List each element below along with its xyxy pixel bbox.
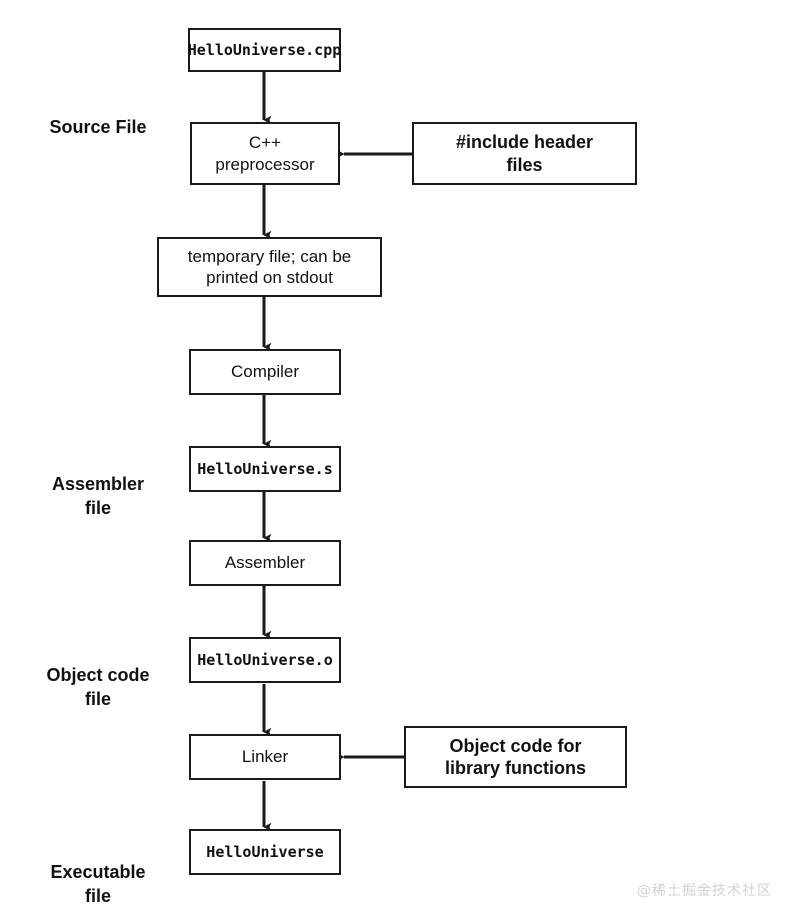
node-label: Object code for library functions — [444, 735, 587, 779]
stage-label-assembler-file: Assembler file — [18, 450, 178, 520]
node-label: HelloUniverse.cpp — [187, 40, 342, 59]
node-label: Linker — [241, 747, 289, 767]
node-label: Compiler — [230, 362, 300, 382]
stage-label-object-code-file: Object code file — [18, 641, 178, 711]
node-include-headers[interactable]: #include header files — [412, 122, 637, 185]
node-library-object-code[interactable]: Object code for library functions — [404, 726, 627, 788]
node-label: HelloUniverse.o — [197, 650, 333, 669]
node-assembler[interactable]: Assembler — [189, 540, 341, 586]
node-label: HelloUniverse — [206, 842, 324, 861]
watermark: @稀土掘金技术社区 — [637, 883, 772, 899]
node-label: C++ preprocessor — [215, 133, 315, 174]
node-label: temporary file; can be printed on stdout — [187, 246, 352, 287]
stage-label-source-file: Source File — [18, 93, 178, 140]
stage-label-text: Object code file — [46, 665, 150, 709]
node-object-file[interactable]: HelloUniverse.o — [189, 637, 341, 683]
node-compiler[interactable]: Compiler — [189, 349, 341, 395]
stage-label-executable-file: Executable file — [18, 838, 178, 908]
node-preprocessor[interactable]: C++ preprocessor — [190, 122, 340, 185]
node-label: Assembler — [224, 553, 306, 573]
stage-label-text: Executable file — [50, 862, 146, 906]
node-source-cpp[interactable]: HelloUniverse.cpp — [188, 28, 341, 72]
node-executable[interactable]: HelloUniverse — [189, 829, 341, 875]
stage-label-text: Source File — [49, 117, 147, 138]
node-label: #include header files — [455, 132, 594, 175]
node-label: HelloUniverse.s — [197, 459, 333, 478]
stage-label-text: Assembler file — [51, 474, 145, 518]
node-assembly-file[interactable]: HelloUniverse.s — [189, 446, 341, 492]
node-temporary-file[interactable]: temporary file; can be printed on stdout — [157, 237, 382, 297]
node-linker[interactable]: Linker — [189, 734, 341, 780]
